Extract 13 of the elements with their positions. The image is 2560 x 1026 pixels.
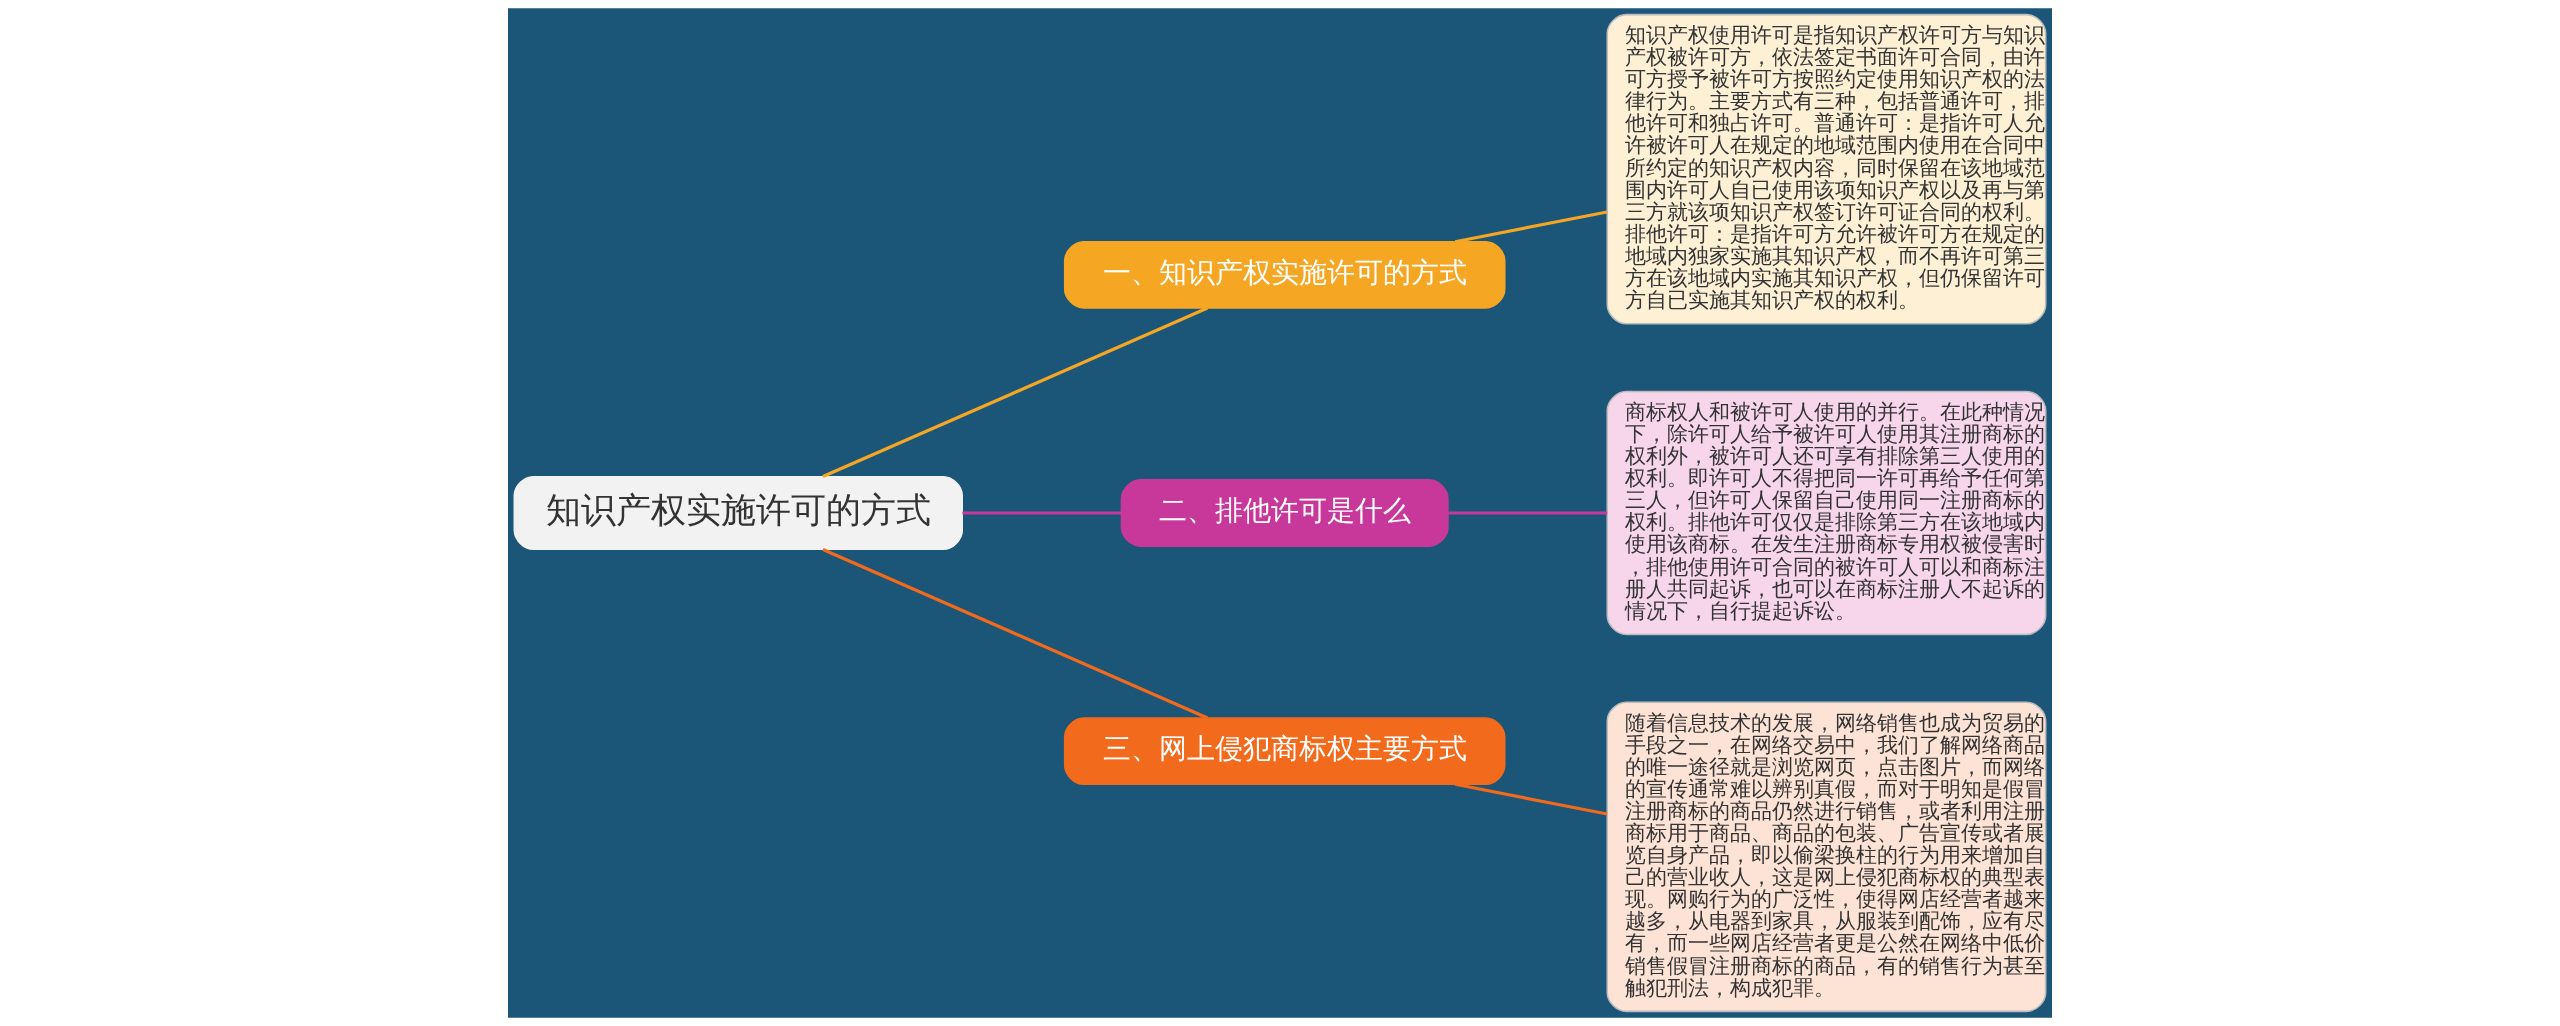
node-box: 知识产权使用许可是指知识产权许可方与知识产权被许可方，依法签定书面许可合同，由许可方授予被许可方按照约定使用知识产权的法律行为。主要方式有三种，包括普通许可，排他许可和独占许可。普通许可：是指许可人允许被许可人在规定的地域范围内使用在合同中所约定的知识产权内容，同时保留在该地域范围内许可人自已使用该项知识产权以及再与第三方就该项知识产权签订许可证合同的权利。排他许可：是指许可方允许被许可方在规定的地域内独家实施其知识产权，而不再许可第三方在该地域内实施其知识产权，但仍保留许可方自已实施其知识产权的权利。: [1606, 13, 2047, 325]
connector: [822, 548, 1209, 720]
connector: [1448, 511, 1608, 515]
node-box: 一、知识产权实施许可的方式: [1063, 240, 1506, 309]
node-box: 二、排他许可是什么: [1120, 479, 1449, 547]
node-box: 知识产权实施许可的方式: [513, 475, 963, 551]
node-box: 随着信息技术的发展，网络销售也成为贸易的手段之一，在网络交易中，我们了解网络商品的唯一途径就是浏览网页，点击图片，而网络的宣传通常难以辨别真假，而对于明知是假冒注册商标的商品仍然进行销售，或者利用注册商标用于商品、商品的包装、广告宣传或者展览自身产品，即以偷梁换柱的行为用来增加自己的营业收人，这是网上侵犯商标权的典型表现。网购行为的广泛性，使得网店经营者越来越多，从电器到家具，从服装到配饰，应有尽有，而一些网店经营者更是公然在网络中低价销售假冒注册商标的商品，有的销售行为甚至触犯刑法，构成犯罪。: [1606, 701, 2047, 1013]
connector: [822, 306, 1209, 478]
node-box: 三、网上侵犯商标权主要方式: [1063, 717, 1506, 786]
connector: [1454, 782, 1608, 816]
connector: [1454, 210, 1608, 244]
node-box: 商标权人和被许可人使用的并行。在此种情况下，除许可人给予被许可人使用其注册商标的权利外，被许可人还可享有排除第三人使用的权利。即许可人不得把同一许可再给予任何第三人，但许可人保留自己使用同一注册商标的权利。排他许可仅仅是排除第三方在该地域内使用该商标。在发生注册商标专用权被侵害时，排他使用许可合同的被许可人可以和商标注册人共同起诉，也可以在商标注册人不起诉的情况下，自行提起诉讼。: [1606, 390, 2047, 636]
connector: [962, 511, 1122, 515]
